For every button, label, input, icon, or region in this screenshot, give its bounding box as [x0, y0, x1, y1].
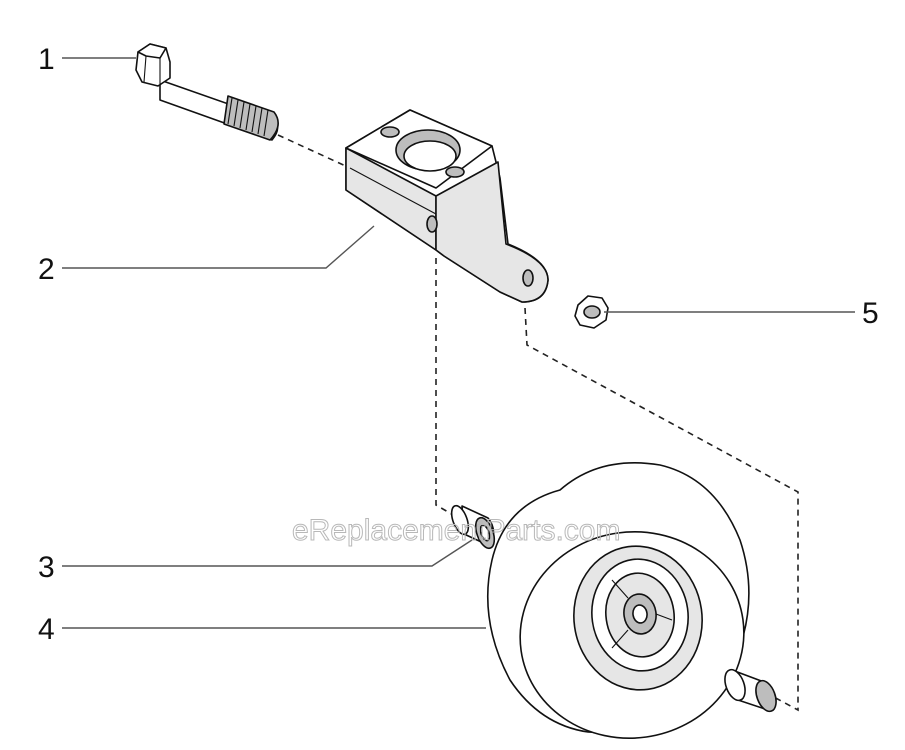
spacer-bushing-lower — [724, 668, 777, 713]
hex-bolt — [135, 43, 279, 141]
callout-5: 5 — [862, 297, 879, 330]
leader-lines — [62, 57, 855, 629]
caster-bracket — [345, 109, 549, 303]
spacer-bushing — [450, 504, 496, 550]
hex-nut — [574, 295, 609, 329]
callout-1: 1 — [38, 43, 55, 76]
callout-2: 2 — [38, 253, 55, 286]
caster-wheel — [486, 462, 750, 739]
watermark-text: eReplacementParts.com — [292, 514, 620, 547]
callout-3: 3 — [38, 551, 55, 584]
callout-4: 4 — [38, 613, 55, 646]
